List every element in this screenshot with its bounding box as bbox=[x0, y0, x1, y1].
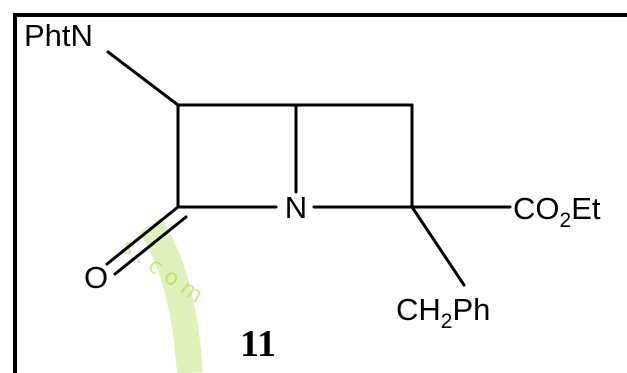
atom-label-o: O bbox=[84, 260, 108, 295]
benzyl-main: CH bbox=[396, 292, 441, 327]
benzyl-subscript: 2 bbox=[441, 310, 453, 333]
compound-number: 11 bbox=[240, 323, 276, 365]
ester-main: CO bbox=[513, 191, 560, 226]
watermark-arc bbox=[139, 217, 203, 373]
bond-c6-benzyl bbox=[410, 205, 466, 287]
bond-lines bbox=[105, 50, 512, 287]
bond-c2-o-a bbox=[105, 205, 180, 266]
atom-label-phtn: PhtN bbox=[24, 18, 93, 53]
atom-label-benzyl: CH2Ph bbox=[396, 292, 490, 333]
ester-tail: Et bbox=[571, 191, 601, 226]
ester-subscript: 2 bbox=[560, 209, 572, 232]
bond-c2-o-b bbox=[113, 215, 188, 276]
bond-phtn-c3 bbox=[106, 50, 180, 107]
benzyl-tail: Ph bbox=[452, 292, 490, 327]
atom-label-ester: CO2Et bbox=[513, 191, 601, 232]
atom-label-n: N bbox=[285, 190, 307, 225]
